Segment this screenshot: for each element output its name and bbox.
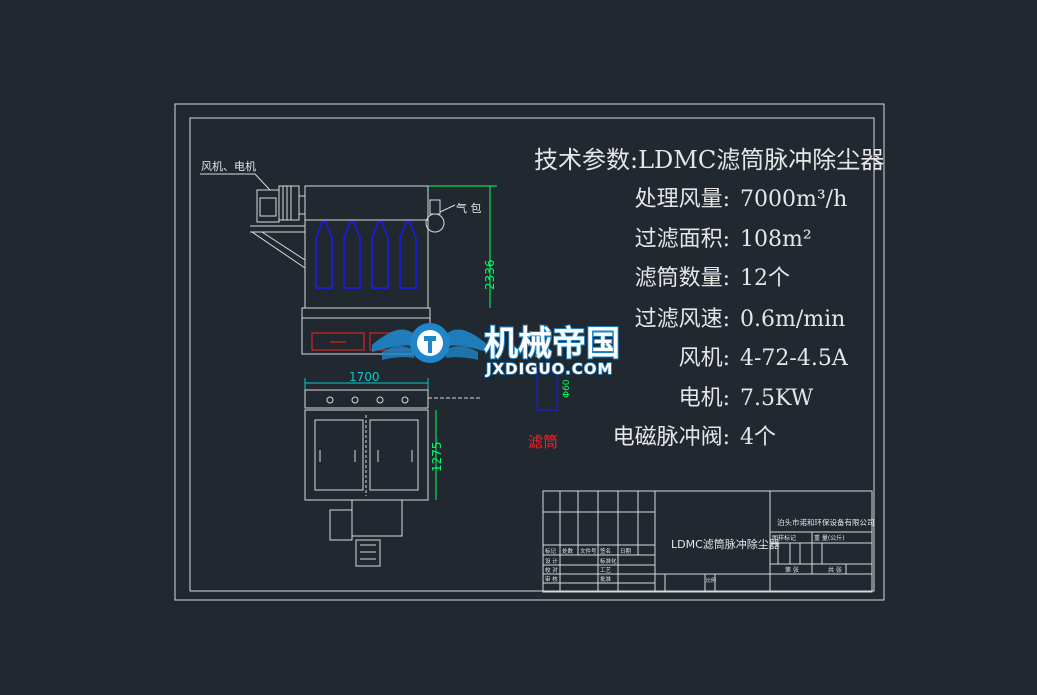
collector-front-view: 气 包 (301, 185, 482, 355)
title-block-label: 标记 (545, 547, 557, 555)
title-block-label: 日期 (620, 548, 632, 555)
fan-motor-assembly: 风机、电机 (200, 159, 306, 275)
title-block-drawing-mark: 图样标记 (772, 534, 796, 542)
dim-width-value: 1700 (349, 370, 380, 384)
fan-motor-label: 风机、电机 (201, 159, 256, 173)
spec-title: 技术参数:LDMC滤筒脉冲除尘器 (534, 146, 884, 174)
title-block-label: 处数 (562, 547, 574, 555)
plan-valves (326, 396, 409, 404)
dim-height-value: 2336 (483, 259, 497, 290)
collector-main-body (304, 219, 429, 309)
pulse-valve-marker (351, 396, 359, 404)
filter-cartridge (343, 221, 361, 289)
dim-depth-value: 1275 (430, 441, 444, 472)
filter-cartridge (371, 221, 389, 289)
watermark-brand: 机械帝国 (484, 324, 620, 364)
spec-value: 4个 (740, 425, 776, 450)
spec-label: 风机: (679, 346, 730, 371)
filter-detail-cartridge (536, 371, 558, 411)
spec-label: 过滤面积: (635, 227, 730, 252)
spec-label: 电机: (679, 386, 730, 411)
spec-value: 7.5KW (740, 386, 814, 411)
title-block-total: 共 张 (828, 566, 842, 574)
dim-filter-value: Φ60 (562, 379, 572, 398)
front-filter-cartridges (315, 221, 417, 289)
filter-detail: Φ60 滤筒 (528, 371, 572, 451)
title-block-label: 审 核 (545, 575, 558, 583)
spec-value: 7000m³/h (740, 187, 847, 212)
title-block-label: 校 对 (545, 566, 558, 574)
watermark-domain: JXDIGUO.COM (485, 360, 613, 378)
dim-height: 2336 (428, 185, 497, 308)
spec-value: 4-72-4.5A (740, 346, 849, 371)
title-block-label: 设 计 (545, 557, 558, 565)
filter-cartridge (399, 221, 417, 289)
filter-label: 滤筒 (528, 433, 558, 451)
title-block-label: 标准化 (600, 557, 617, 565)
collector-upper-body (304, 185, 429, 221)
spec-label: 过滤风速: (635, 307, 730, 332)
title-block-label: 签名 (600, 547, 611, 555)
title-block: LDMC滤筒脉冲除尘器 泊头市诺和环保设备有限公司 图样标记 重 量(公斤) 第… (542, 490, 875, 593)
pulse-valve-marker (401, 396, 409, 404)
spec-block: 技术参数:LDMC滤筒脉冲除尘器 处理风量: 7000m³/h 过滤面积: 108m²… (534, 146, 884, 450)
title-block-label: 批准 (600, 575, 612, 583)
collector-plan-view: 1700 1275 (304, 370, 480, 567)
gear-wings-icon (372, 323, 488, 363)
title-block-sheet: 第 张 (785, 566, 799, 574)
spec-label: 处理风量: (635, 187, 730, 212)
title-block-weight: 重 量(公斤) (814, 534, 845, 542)
spec-label: 电磁脉冲阀: (613, 425, 730, 450)
title-block-company: 泊头市诺和环保设备有限公司 (777, 517, 875, 527)
spec-value: 0.6m/min (740, 307, 845, 332)
air-bag-icon (425, 213, 445, 233)
title-block-row-labels: 标记处数文件号签名 日期设 计 标准化校 对 工艺审 核 批准 (545, 547, 632, 583)
watermark-logo: 机械帝国 JXDIGUO.COM (372, 323, 621, 379)
drawing-frame (174, 103, 885, 601)
title-block-scale: 比例 (706, 577, 716, 584)
spec-value: 108m² (740, 227, 812, 252)
filter-cartridge (315, 221, 333, 289)
spec-value: 12个 (740, 266, 790, 291)
title-block-product: LDMC滤筒脉冲除尘器 (671, 537, 780, 551)
pulse-valve-marker (326, 396, 334, 404)
title-block-label: 工艺 (600, 567, 612, 574)
air-bag-label: 气 包 (456, 201, 482, 215)
pulse-valve-marker (376, 396, 384, 404)
title-block-label: 文件号 (580, 547, 597, 555)
spec-label: 滤筒数量: (635, 266, 730, 291)
